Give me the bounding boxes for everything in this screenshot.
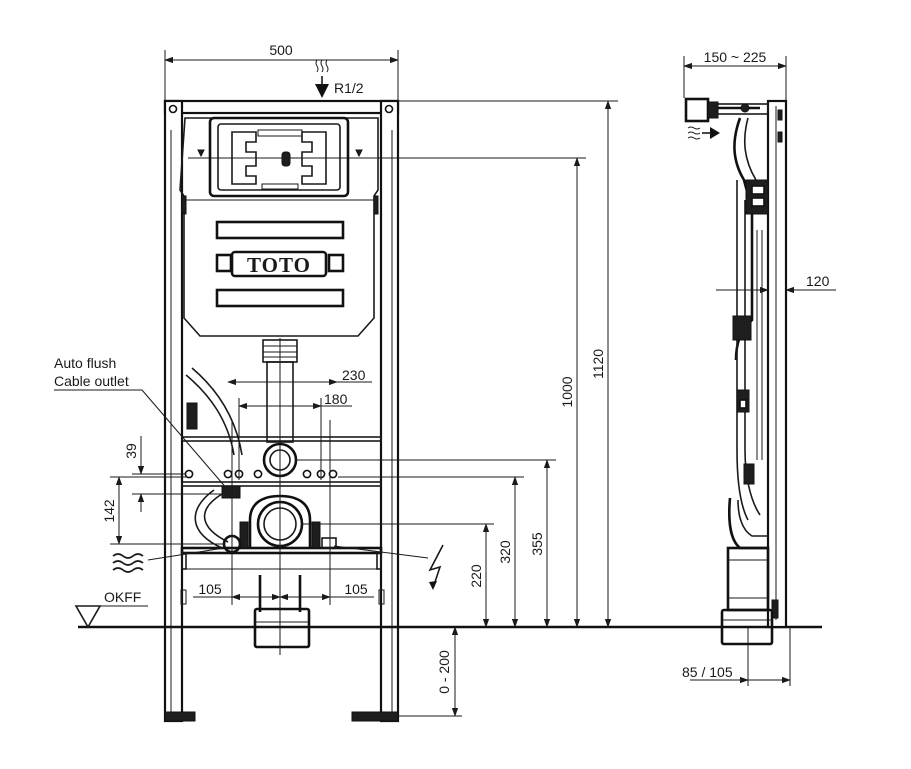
flush-plate-mount — [208, 116, 350, 198]
dim-height-1120: 1120 — [590, 349, 606, 379]
dim-frame-120: 120 — [806, 273, 830, 289]
water-wave-icon — [112, 553, 144, 573]
side-frame-column — [766, 99, 788, 629]
floor-level-triangle-icon — [74, 605, 102, 629]
floor-label: OKFF — [104, 589, 141, 605]
side-view: 150 ~ 225 120 85 / 105 — [682, 49, 836, 686]
side-flush-pipe — [736, 180, 749, 521]
electric-bolt-icon — [428, 544, 444, 589]
dim-depth-150-225: 150 ~ 225 — [704, 49, 767, 65]
dim-height-355: 355 — [529, 532, 545, 556]
callout-auto-flush: Auto flush — [54, 355, 116, 371]
bolt-hole — [253, 469, 263, 479]
dim-bolt-180: 180 — [324, 391, 348, 407]
dim-height-1000: 1000 — [559, 376, 575, 407]
logo-plate — [230, 250, 328, 278]
dim-foot-85-105: 85 / 105 — [682, 664, 733, 680]
inlet-arrow-icon — [315, 84, 329, 98]
dim-bolt-230: 230 — [342, 367, 366, 383]
front-dimensions: 500 R1/2 1120 1000 355 320 220 — [54, 42, 618, 717]
dim-105-right: 105 — [344, 581, 368, 597]
front-view: TOTO — [163, 99, 400, 723]
bolt-hole — [223, 469, 233, 479]
upper-crossbar — [181, 436, 382, 442]
dim-39: 39 — [123, 443, 139, 459]
auto-flush-connector — [221, 485, 241, 499]
bottom-crossbar — [180, 546, 383, 555]
right-foot — [351, 711, 399, 722]
side-drain-bend — [728, 497, 768, 550]
front-frame-outline — [163, 99, 400, 115]
dim-105-left: 105 — [198, 581, 222, 597]
tank-window-bottom — [215, 288, 345, 308]
water-wave-icon — [315, 59, 329, 73]
water-inlet-label: R1/2 — [334, 80, 364, 96]
bolt-hole — [184, 469, 194, 479]
dim-width-500: 500 — [269, 42, 293, 58]
dim-height-220: 220 — [468, 564, 484, 588]
dim-floor-range: 0 - 200 — [436, 650, 452, 694]
lower-crossbar — [181, 481, 382, 487]
side-inlet-valve — [684, 97, 710, 123]
drain-pipe — [258, 575, 302, 612]
dim-142: 142 — [101, 499, 117, 523]
dim-height-320: 320 — [497, 540, 513, 564]
water-flow-arrow-icon — [687, 126, 720, 140]
cistern-tank — [179, 117, 379, 337]
bolt-hole — [302, 469, 312, 479]
left-foot — [164, 711, 196, 722]
brand-logo: TOTO — [247, 253, 311, 277]
bolt-hole — [328, 469, 338, 479]
tank-window-top — [215, 220, 345, 240]
callout-cable-outlet: Cable outlet — [54, 373, 129, 389]
